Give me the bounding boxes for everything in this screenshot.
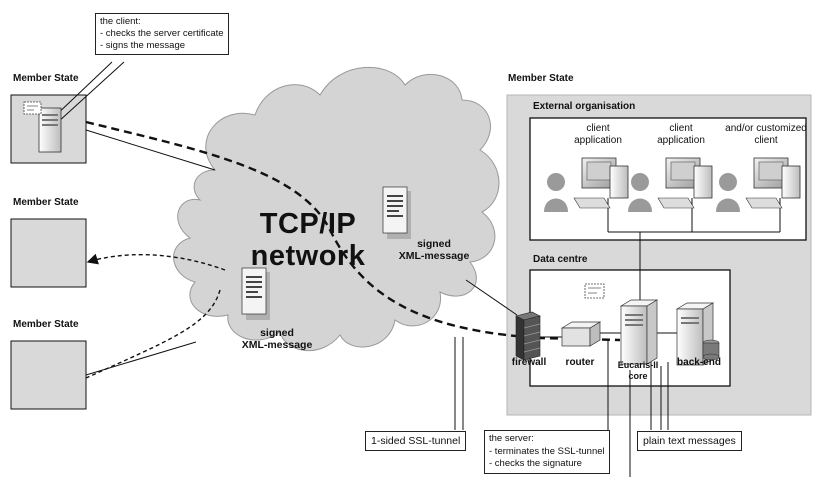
document-icon-upper: [382, 186, 411, 239]
workstation-icon-1: [544, 157, 629, 212]
external-organisation-label: External organisation: [533, 101, 636, 112]
router-icon: [560, 321, 602, 347]
plain-text-callout: plain text messages: [637, 431, 742, 451]
message-path-lower: [85, 289, 221, 379]
client-callout: the client: - checks the server certific…: [95, 13, 229, 55]
client-callout-item-2: - signs the message: [100, 40, 186, 51]
firewall-label: firewall: [511, 357, 547, 368]
customized-client-label: and/or customized client: [725, 123, 807, 146]
member-state-label-2: Member State: [13, 197, 79, 208]
signed-xml-message-label-upper: signed XML-message: [398, 238, 470, 262]
server-callout-item-2: - checks the signature: [489, 458, 582, 469]
server-callout-item-1: - terminates the SSL-tunnel: [489, 445, 605, 457]
certificate-icon-server: [584, 283, 605, 299]
server-callout-title: the server:: [489, 433, 534, 444]
workstation-icon-2: [628, 157, 713, 212]
workstation-icon-3: [716, 157, 801, 212]
document-icon-lower: [241, 267, 270, 320]
ssl-tunnel-callout: 1-sided SSL-tunnel: [365, 431, 467, 451]
firewall-icon: [515, 311, 541, 361]
eucaris-core-server-icon: [619, 299, 659, 365]
member-state-box-3: [10, 340, 87, 410]
server-callout: the server: - terminates the SSL-tunnel …: [484, 430, 610, 474]
signed-xml-message-label-lower: signed XML-message: [241, 327, 313, 351]
router-label: router: [565, 357, 595, 368]
client-callout-item-1: - checks the server certificate: [100, 28, 224, 39]
client-application-label-2: client application: [657, 123, 705, 146]
ssl-tunnel-path: [85, 120, 621, 342]
client-callout-title: the client:: [100, 16, 141, 27]
eucaris-core-label: Eucaris-II core: [617, 360, 659, 381]
member-state-box-2: [10, 218, 87, 288]
network-label: TCP/IP network: [250, 208, 366, 272]
certificate-icon-client: [23, 101, 42, 115]
member-state-label-3: Member State: [13, 319, 79, 330]
message-path-upper: [86, 253, 226, 271]
back-end-label: back-end: [677, 357, 721, 368]
server-icon-member-state: [38, 107, 62, 153]
member-state-label-1: Member State: [13, 73, 79, 84]
member-state-label-right: Member State: [508, 73, 574, 84]
back-end-server-icon: [675, 302, 720, 366]
client-application-label-1: client application: [574, 123, 622, 146]
data-centre-label: Data centre: [533, 254, 588, 265]
